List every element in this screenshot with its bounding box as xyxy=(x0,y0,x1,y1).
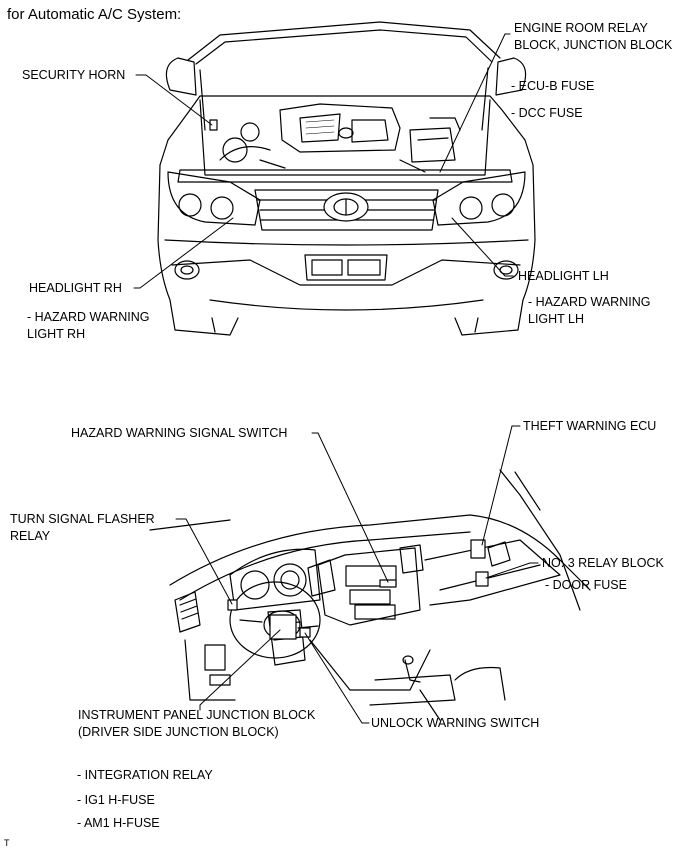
label-hazard-warning-light-rh-line2: LIGHT RH xyxy=(27,327,86,341)
leader-flasher-relay xyxy=(175,518,233,605)
leader-theft-ecu xyxy=(481,425,521,546)
label-headlight-rh: HEADLIGHT RH xyxy=(29,281,122,295)
flasher-relay-marker xyxy=(227,599,238,611)
label-theft-warning-ecu: THEFT WARNING ECU xyxy=(523,419,657,433)
leader-engine-room-relay xyxy=(439,33,511,173)
label-integration-relay: - INTEGRATION RELAY xyxy=(77,768,213,782)
leader-no3-relay xyxy=(485,562,539,579)
leader-headlight-rh xyxy=(133,217,234,289)
hazard-switch-marker xyxy=(379,579,397,588)
leader-lines xyxy=(133,33,539,724)
theft-warning-ecu-marker xyxy=(470,539,486,559)
page-title: for Automatic A/C System: xyxy=(7,6,182,23)
label-ig1-h-fuse: - IG1 H-FUSE xyxy=(77,793,155,807)
dashboard-illustration xyxy=(149,469,591,721)
label-hazard-warning-signal-switch: HAZARD WARNING SIGNAL SWITCH xyxy=(71,426,288,440)
label-instrument-panel-jb-line1: INSTRUMENT PANEL JUNCTION BLOCK xyxy=(78,708,316,722)
label-dcc-fuse: - DCC FUSE xyxy=(511,106,583,120)
label-engine-room-relay-line2: BLOCK, JUNCTION BLOCK xyxy=(514,38,673,52)
leader-security-horn xyxy=(135,74,213,126)
leader-headlight-lh xyxy=(451,217,514,277)
label-security-horn: SECURITY HORN xyxy=(22,68,126,82)
label-ecu-b-fuse: - ECU-B FUSE xyxy=(511,79,595,93)
leader-hazard-switch xyxy=(311,432,389,583)
label-hazard-warning-light-lh-line1: - HAZARD WARNING xyxy=(528,295,651,309)
label-hazard-warning-light-rh-line1: - HAZARD WARNING xyxy=(27,310,150,324)
label-hazard-warning-light-lh-line2: LIGHT LH xyxy=(528,312,585,326)
label-engine-room-relay-line1: ENGINE ROOM RELAY xyxy=(514,21,648,35)
label-am1-h-fuse: - AM1 H-FUSE xyxy=(77,816,160,830)
corner-mark: T xyxy=(4,838,10,848)
label-turn-signal-flasher-relay: TURN SIGNAL FLASHER RELAY xyxy=(10,511,155,545)
label-hazard-warning-light-rh: - HAZARD WARNING LIGHT RH xyxy=(27,309,149,343)
label-turn-signal-flasher-line2: RELAY xyxy=(10,529,51,543)
leader-junction-block xyxy=(199,629,281,711)
no3-relay-block-marker xyxy=(475,571,489,587)
label-instrument-panel-junction-block: INSTRUMENT PANEL JUNCTION BLOCK (DRIVER … xyxy=(78,707,315,741)
label-headlight-lh: HEADLIGHT LH xyxy=(518,269,609,283)
label-engine-room-relay-block: ENGINE ROOM RELAY BLOCK, JUNCTION BLOCK xyxy=(514,20,672,54)
label-no3-relay-block: NO. 3 RELAY BLOCK xyxy=(542,556,664,570)
label-door-fuse: - DOOR FUSE xyxy=(545,578,627,592)
leader-unlock-switch xyxy=(304,632,370,724)
security-horn-marker xyxy=(209,119,218,131)
vehicle-front-illustration xyxy=(157,21,536,336)
label-hazard-warning-light-lh: - HAZARD WARNING LIGHT LH xyxy=(528,294,650,328)
label-turn-signal-flasher-line1: TURN SIGNAL FLASHER xyxy=(10,512,155,526)
label-unlock-warning-switch: UNLOCK WARNING SWITCH xyxy=(371,716,540,730)
label-instrument-panel-jb-line2: (DRIVER SIDE JUNCTION BLOCK) xyxy=(78,725,279,739)
